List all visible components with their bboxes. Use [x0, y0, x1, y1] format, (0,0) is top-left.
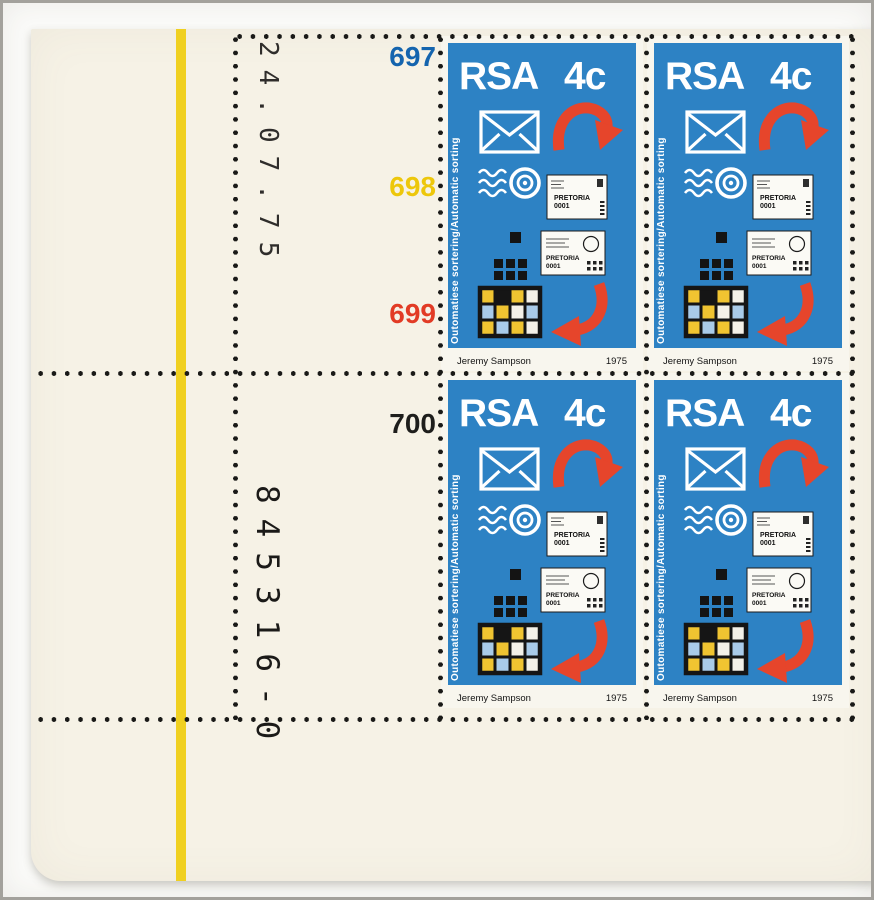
stamp-top-left	[440, 36, 644, 371]
perforation-column-right	[849, 33, 856, 723]
cylinder-number-700: 700	[389, 408, 436, 439]
perforation-row-middle	[34, 370, 855, 377]
cylinder-number-697: 697	[389, 41, 436, 72]
cylinder-number-698: 698	[389, 171, 436, 202]
perforation-column-center	[643, 33, 650, 723]
stamp-top-right	[646, 36, 850, 371]
perforation-column-margin	[232, 33, 239, 723]
margin-print-date: 24.07.75	[253, 41, 283, 271]
perforation-row-bottom	[34, 716, 855, 723]
margin-sheet-serial: 845316-0	[249, 485, 285, 755]
stamp-bottom-left	[440, 373, 644, 708]
perforation-column-left	[437, 33, 444, 723]
perforation-row-top	[233, 33, 855, 40]
stamp-bottom-right	[646, 373, 850, 708]
cylinder-number-699: 699	[389, 298, 436, 329]
selvage-yellow-line	[176, 29, 186, 881]
